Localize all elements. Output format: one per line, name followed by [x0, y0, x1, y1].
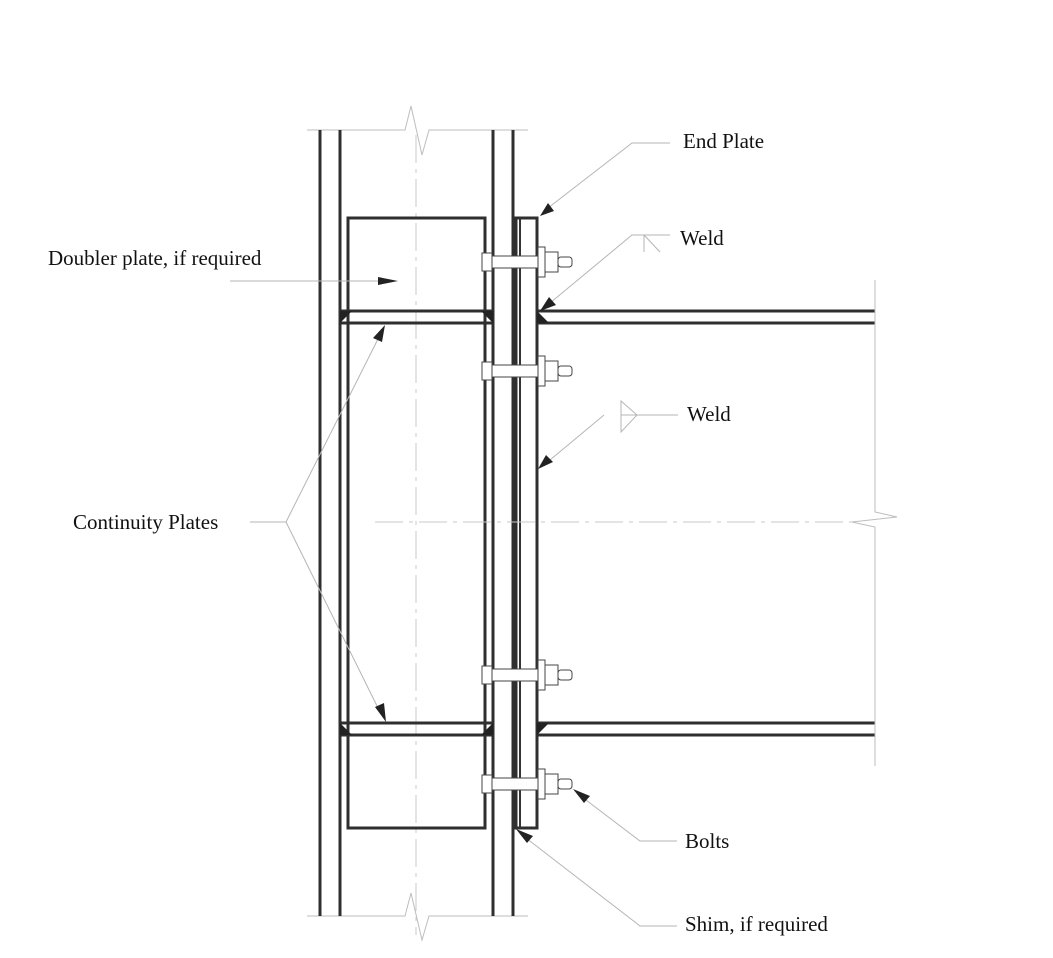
- label-shim: Shim, if required: [685, 912, 828, 936]
- label-bolts: Bolts: [685, 829, 730, 853]
- bolt-row-4: [481, 768, 573, 800]
- leader-shim: [516, 829, 677, 927]
- label-weld-mid: Weld: [687, 402, 731, 426]
- leader-bolts: [573, 789, 677, 842]
- beam: [375, 280, 898, 766]
- bolt-row-3: [481, 659, 573, 691]
- column-break-top: [307, 105, 528, 156]
- leader-weld-top: [540, 234, 670, 311]
- label-continuity-plates: Continuity Plates: [73, 510, 219, 534]
- label-doubler-plate: Doubler plate, if required: [48, 246, 262, 270]
- end-plate: [514, 216, 539, 830]
- bolts: [481, 246, 573, 800]
- continuity-plate-bottom: [340, 721, 493, 737]
- continuity-plate-top: [340, 309, 493, 325]
- label-weld-top: Weld: [680, 226, 724, 250]
- leader-end-plate: [540, 142, 670, 216]
- bolt-row-1: [481, 246, 573, 278]
- leader-weld-mid: [538, 399, 678, 469]
- column-break-bottom: [307, 892, 528, 942]
- leader-doubler: [230, 277, 398, 285]
- leader-continuity: [250, 325, 386, 722]
- label-end-plate: End Plate: [683, 129, 765, 153]
- bolt-row-2: [481, 355, 573, 387]
